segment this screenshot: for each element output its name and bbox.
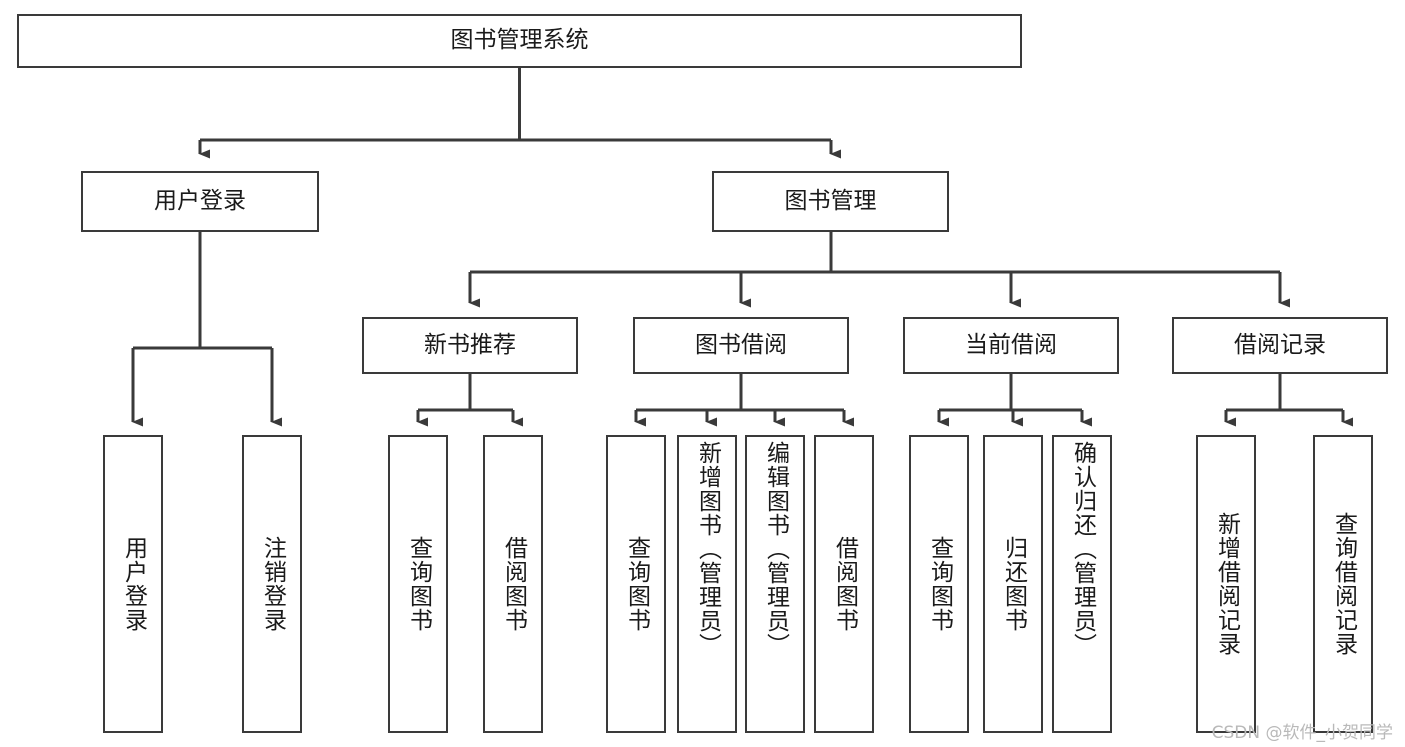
node-leaf-add-borrow-record-label: 新增借阅记录	[1213, 512, 1240, 656]
node-user-login[interactable]: 用户登录	[81, 171, 319, 232]
node-leaf-borrow-book[interactable]: 借阅图书	[814, 435, 874, 733]
node-leaf-query-book-recommend[interactable]: 查询图书	[388, 435, 448, 733]
node-leaf-borrow-book-recommend-label: 借阅图书	[500, 536, 527, 632]
node-borrow-record[interactable]: 借阅记录	[1172, 317, 1388, 374]
node-leaf-query-book-current[interactable]: 查询图书	[909, 435, 969, 733]
node-book-borrow-label: 图书借阅	[695, 331, 787, 358]
node-current-borrow[interactable]: 当前借阅	[903, 317, 1119, 374]
node-leaf-confirm-return[interactable]: 确认归还（管理员）	[1052, 435, 1112, 733]
node-book-borrow[interactable]: 图书借阅	[633, 317, 849, 374]
node-leaf-logout-label: 注销登录	[259, 536, 286, 632]
node-leaf-query-book-borrow[interactable]: 查询图书	[606, 435, 666, 733]
node-root-label: 图书管理系统	[450, 27, 589, 54]
node-leaf-query-book-current-label: 查询图书	[926, 536, 953, 632]
node-leaf-edit-book-label: 编辑图书（管理员）	[762, 441, 789, 657]
node-leaf-add-book-label: 新增图书（管理员）	[694, 441, 721, 657]
node-borrow-record-label: 借阅记录	[1234, 331, 1326, 358]
node-leaf-return-book[interactable]: 归还图书	[983, 435, 1043, 733]
node-user-login-label: 用户登录	[154, 187, 246, 214]
node-root[interactable]: 图书管理系统	[17, 14, 1022, 68]
node-leaf-edit-book[interactable]: 编辑图书（管理员）	[745, 435, 805, 733]
node-leaf-confirm-return-label: 确认归还（管理员）	[1069, 441, 1096, 657]
node-leaf-query-book-recommend-label: 查询图书	[405, 536, 432, 632]
node-leaf-logout[interactable]: 注销登录	[242, 435, 302, 733]
node-leaf-query-book-borrow-label: 查询图书	[623, 536, 650, 632]
node-leaf-return-book-label: 归还图书	[1000, 536, 1027, 632]
node-current-borrow-label: 当前借阅	[965, 331, 1057, 358]
node-book-management-label: 图书管理	[784, 187, 877, 214]
node-leaf-user-login[interactable]: 用户登录	[103, 435, 163, 733]
node-new-book-recommend-label: 新书推荐	[424, 331, 516, 358]
node-new-book-recommend[interactable]: 新书推荐	[362, 317, 578, 374]
node-book-management[interactable]: 图书管理	[712, 171, 949, 232]
node-leaf-add-book[interactable]: 新增图书（管理员）	[677, 435, 737, 733]
node-leaf-query-borrow-record[interactable]: 查询借阅记录	[1313, 435, 1373, 733]
node-leaf-query-borrow-record-label: 查询借阅记录	[1330, 512, 1357, 656]
node-leaf-borrow-book-label: 借阅图书	[831, 536, 858, 632]
node-leaf-user-login-label: 用户登录	[120, 536, 147, 632]
node-leaf-add-borrow-record[interactable]: 新增借阅记录	[1196, 435, 1256, 733]
watermark-text: CSDN @软件_小贺同学	[1211, 723, 1393, 743]
node-leaf-borrow-book-recommend[interactable]: 借阅图书	[483, 435, 543, 733]
